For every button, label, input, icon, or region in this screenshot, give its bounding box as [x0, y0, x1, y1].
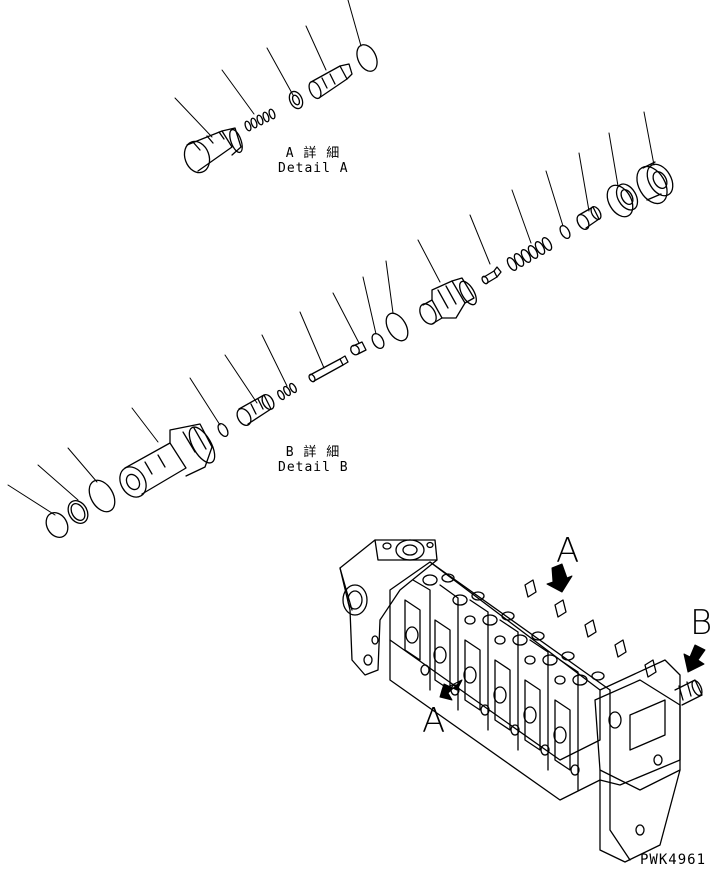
detail-b-pin: [308, 356, 348, 383]
detail-b-o-ring-4: [382, 310, 413, 345]
detail-b-lock-nut: [602, 180, 642, 221]
detail-b-poppet: [481, 267, 501, 285]
detail-b-seal-1: [42, 509, 72, 542]
detail-b-small-nut: [349, 342, 366, 356]
detail-b-o-ring-2: [216, 422, 230, 438]
detail-b-adjust-screw: [575, 205, 603, 231]
relief-valve-fitting: [675, 679, 704, 705]
control-valve-assembly: [340, 540, 704, 862]
detail-a-o-ring: [353, 42, 381, 75]
detail-b-spring-1: [276, 382, 297, 400]
detail-b-sleeve: [115, 423, 220, 502]
arrow-a-bottom-icon: [440, 680, 462, 700]
valve-section-blocks: [390, 562, 680, 860]
detail-b-en-label: Detail B: [278, 460, 349, 475]
arrow-a-top-icon: [547, 564, 572, 592]
detail-b-backup-ring: [64, 497, 92, 527]
detail-b-leader-lines: [8, 112, 654, 515]
arrow-a-top-label: A: [556, 531, 580, 571]
detail-a-plug: [180, 128, 245, 176]
detail-b-caption: B 詳 細 Detail B: [278, 445, 348, 475]
detail-b-jp-label: B 詳 細: [285, 445, 341, 460]
pointer-arrows: [440, 564, 705, 700]
detail-a-jp-label: A 詳 細: [285, 146, 341, 161]
detail-b-spool: [234, 393, 276, 428]
detail-b-cap-nut: [631, 160, 678, 209]
detail-a-spring: [244, 108, 276, 131]
detail-b-valve-body: [416, 278, 479, 327]
detail-b-assembly: [8, 112, 678, 541]
detail-a-washer: [287, 89, 305, 110]
detail-b-o-ring-5: [558, 224, 572, 240]
arrow-a-bottom-label: A: [422, 701, 446, 741]
detail-b-o-ring-1: [84, 476, 120, 516]
valve-inlet-block: [340, 540, 437, 675]
arrow-b-icon: [684, 645, 705, 672]
detail-a-en-label: Detail A: [278, 161, 349, 176]
detail-a-assembly: [175, 0, 381, 176]
arrow-b-label: B: [690, 603, 711, 643]
detail-a-caption: A 詳 細 Detail A: [278, 146, 348, 176]
drawing-code: PWK4961: [640, 852, 707, 868]
valve-end-block: [595, 680, 680, 862]
detail-a-poppet: [307, 64, 352, 100]
detail-b-spring-2: [505, 236, 553, 272]
detail-b-o-ring-3: [370, 332, 387, 351]
detail-a-leader-lines: [175, 0, 361, 137]
